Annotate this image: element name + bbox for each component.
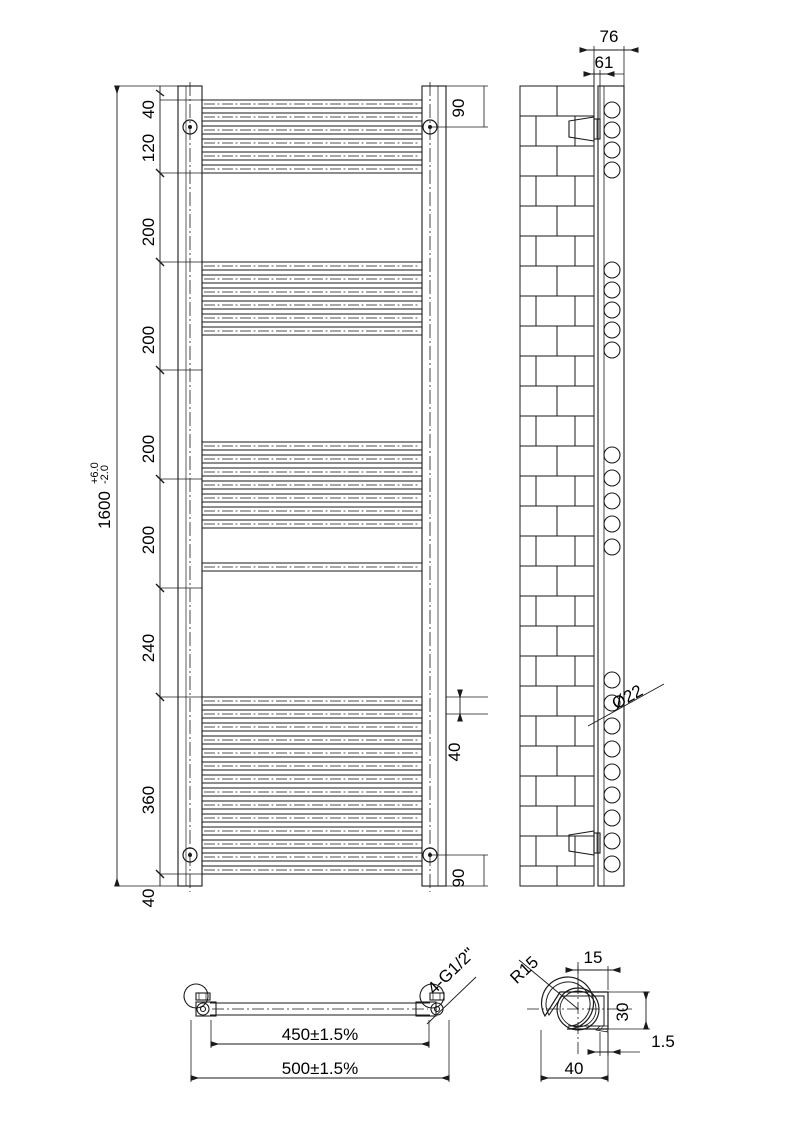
mounting-hole [182,847,198,863]
tolerance-upper: +6.0 [89,462,101,484]
dim-label-500: 500±1.5% [282,1059,358,1078]
rung-bar [202,519,422,529]
rung-bar [202,480,422,490]
rung-bar [202,506,422,516]
section-dimension-30 [608,991,650,1030]
dim-label-200-c: 200 [139,435,158,463]
rung-bar [202,151,422,161]
brick-wall [519,85,595,887]
plan-dimension-450 [210,1020,430,1048]
rung-bar [202,99,422,109]
dim-label-200-a: 200 [139,218,158,246]
rung-bar [202,125,422,135]
wall-bracket-bottom [568,830,601,856]
rung-bar [202,326,422,336]
dim-label-90-top: 90 [449,99,468,118]
rung-bar [202,852,422,862]
rung-bar [202,441,422,451]
section-dimension-15 [565,966,621,990]
dim-label-76: 76 [600,27,619,46]
front-elevation-view [177,82,447,892]
side-dimension-61 [583,70,624,120]
front-right-dimension-90-bottom [430,854,488,887]
rung-group-2 [202,261,422,336]
rung-bar [202,261,422,271]
rung-bar [202,761,422,771]
dim-label-61: 61 [595,53,614,72]
rung-bar [202,112,422,122]
dim-label-30: 30 [613,1003,632,1022]
plan-left-valve-boss [183,983,217,1017]
rung-group-4 [202,562,422,572]
overall-height-dimension [114,85,160,887]
rung-group-3 [202,441,422,529]
dim-label-40-section: 40 [565,1059,584,1078]
side-rail-profile [597,85,625,887]
rung-bar [202,467,422,477]
rung-bar [202,813,422,823]
overall-height-value: 1600 [95,491,114,529]
plan-dimension-500 [190,1020,450,1082]
rung-end-hole-group-2 [603,261,621,359]
dim-label-120: 120 [139,134,158,162]
rung-bar [202,493,422,503]
rung-group-1 [202,99,422,174]
rung-bar [202,313,422,323]
front-left-dimension-chain [155,85,202,887]
rung-bar [202,826,422,836]
section-dimension-1p5 [587,1032,640,1056]
front-left-dimension-labels: 40 120 200 200 200 200 240 360 40 [139,100,158,907]
wall-bracket-top [568,116,601,142]
front-right-dimension-90-top [430,85,488,128]
right-vertical-rail [421,85,447,887]
rung-bar [202,748,422,758]
rung-bar [202,865,422,875]
rung-bar [202,164,422,174]
rung-bar [202,138,422,148]
mounting-hole [182,119,198,135]
dim-label-240: 240 [139,634,158,662]
rung-bar [202,562,422,572]
rung-bar [202,735,422,745]
hole-diameter-leader [587,683,665,727]
rung-end-hole-group-4 [603,671,621,873]
plan-view-detail [183,983,445,1017]
radius-leader [518,959,579,1010]
rung-end-hole-group-3 [603,446,621,556]
dim-label-15: 15 [584,948,603,967]
side-view [519,85,625,887]
rung-bar [202,709,422,719]
rung-group-5 [202,696,422,875]
front-right-dimension-40 [446,689,488,722]
rung-bar [202,300,422,310]
dim-label-1p5: 1.5 [651,1032,675,1051]
rung-bar [202,774,422,784]
overall-height-label-group: 1600 +6.0 -2.0 [89,462,114,529]
thread-callout-leader [426,976,477,1025]
dim-label-450: 450±1.5% [282,1025,358,1044]
rung-bar [202,722,422,732]
dim-label-360: 360 [139,786,158,814]
rung-bar [202,454,422,464]
dim-label-40-right: 40 [445,743,464,762]
rung-bar [202,787,422,797]
rung-bar [202,696,422,706]
rung-bar [202,274,422,284]
rung-end-hole-group-1 [603,101,621,179]
rung-bar [202,800,422,810]
dim-label-200-b: 200 [139,326,158,354]
dim-label-40-bottom: 40 [139,889,158,908]
dim-label-90-bottom: 90 [449,869,468,888]
tolerance-lower: -2.0 [99,465,111,484]
dim-label-40-top: 40 [139,100,158,119]
dim-label-200-d: 200 [139,526,158,554]
rung-bar [202,287,422,297]
rung-bar [202,839,422,849]
